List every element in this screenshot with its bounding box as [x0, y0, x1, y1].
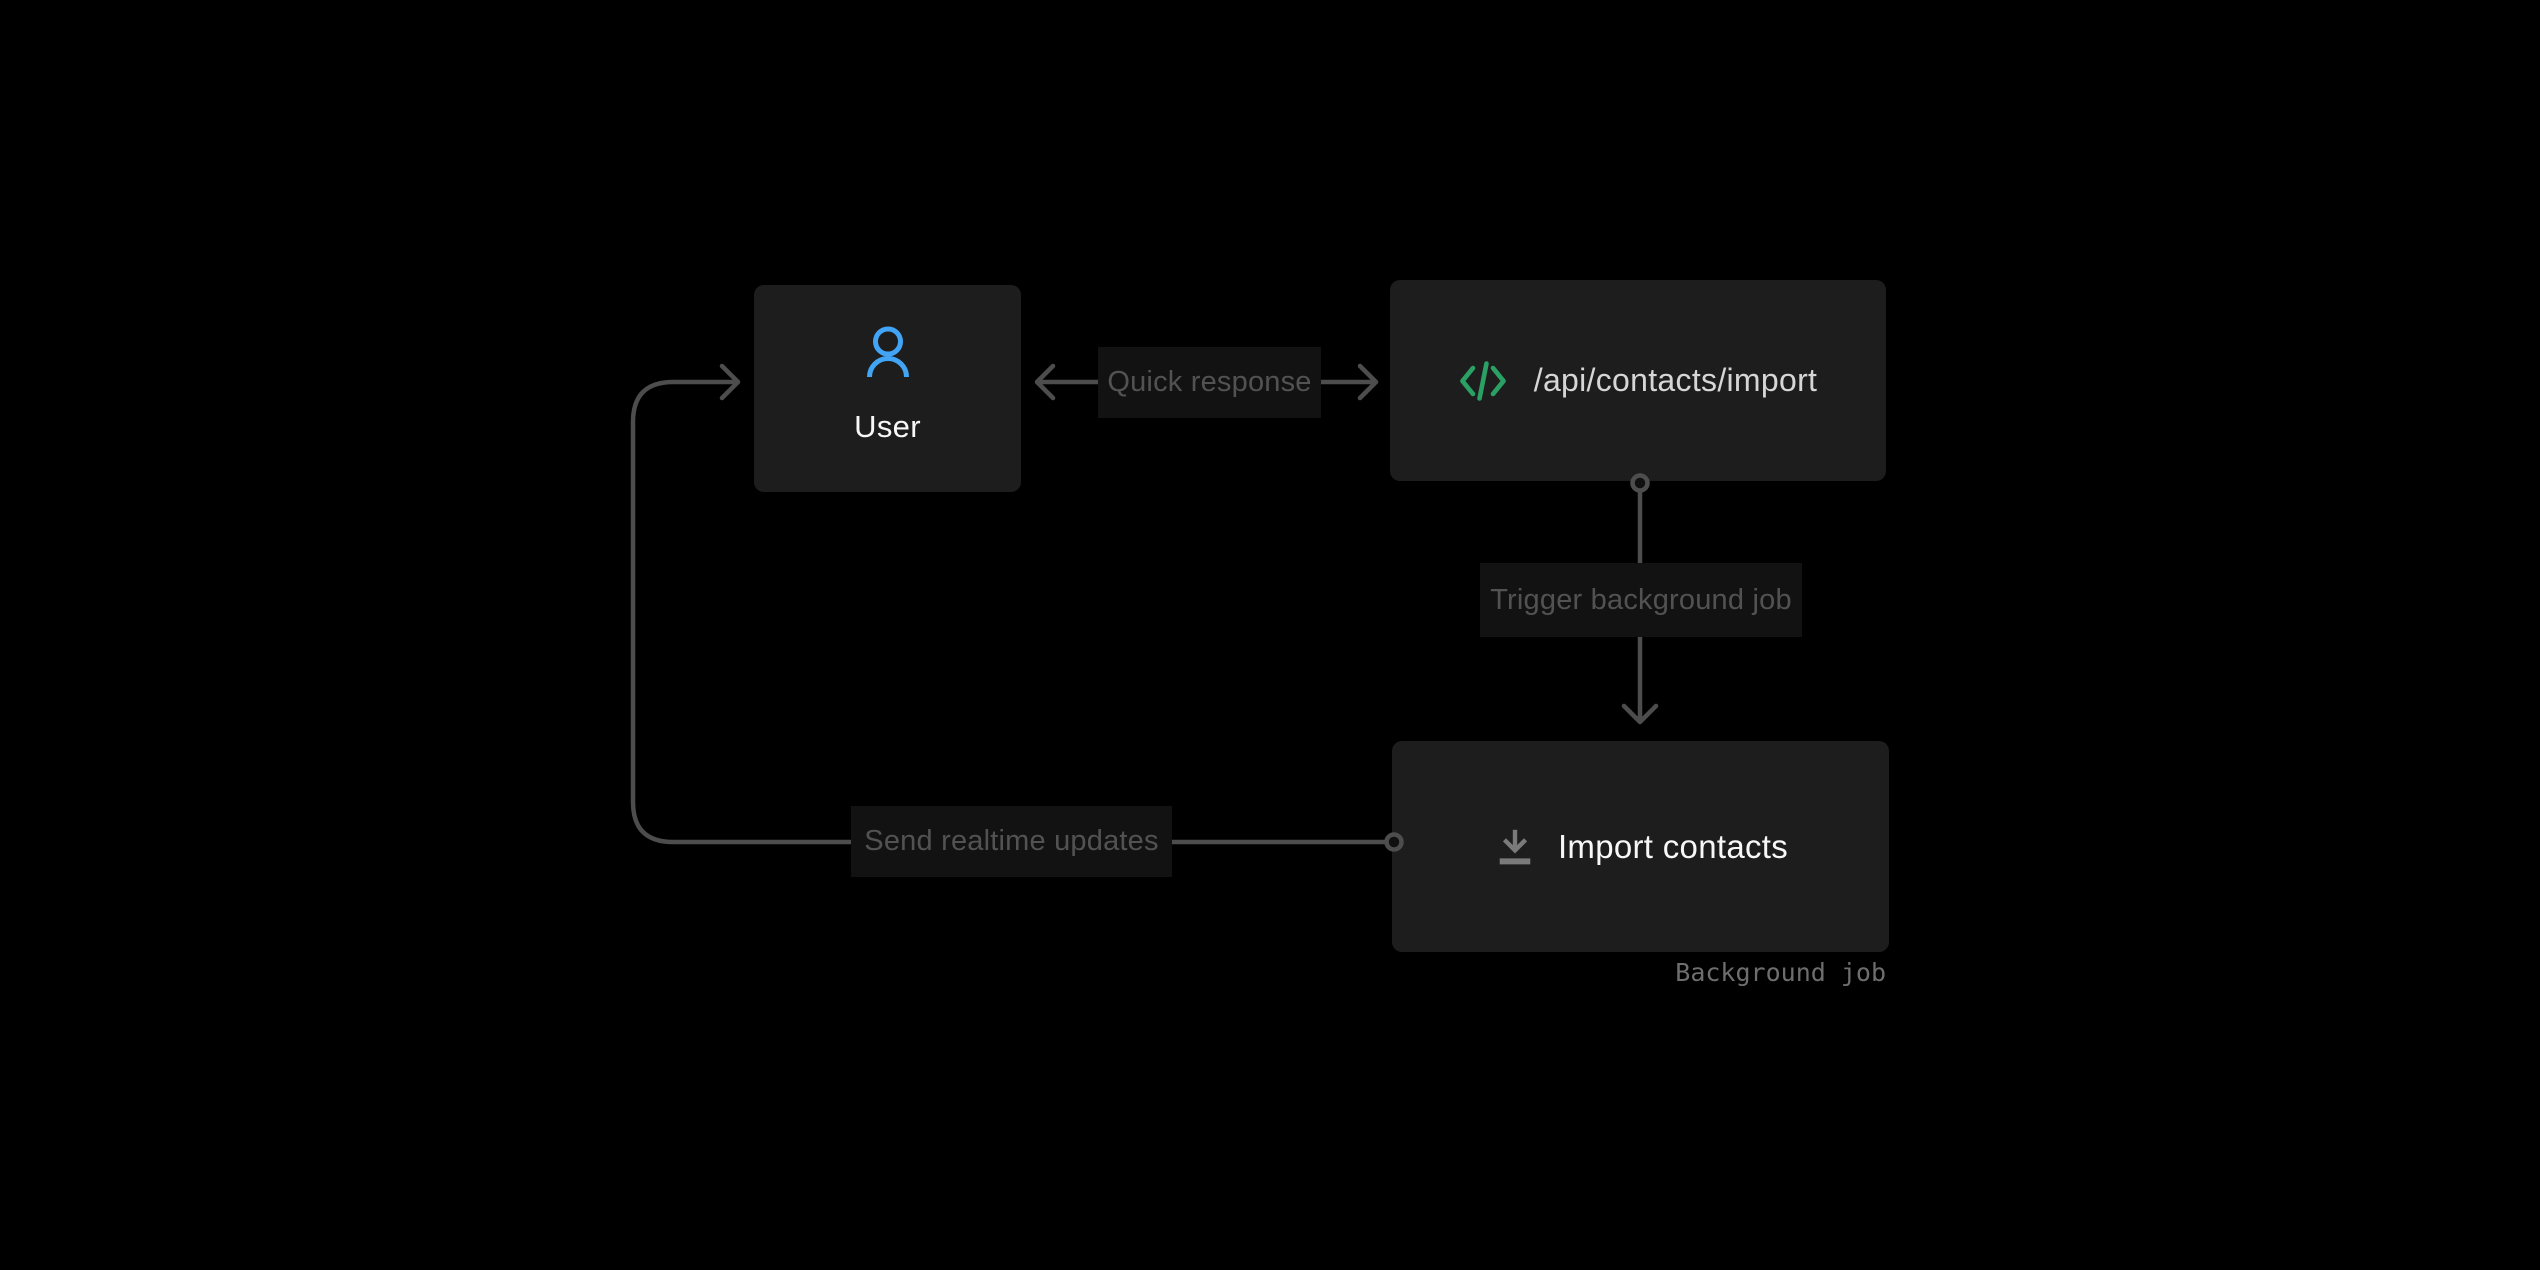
node-user-label: User	[854, 409, 921, 444]
edge-quick-response-left-arrow	[1034, 363, 1101, 401]
node-api-label: /api/contacts/import	[1533, 362, 1818, 398]
code-icon	[1459, 359, 1507, 403]
edge-quick-response-right-arrow	[1318, 363, 1379, 401]
edge-label-quick-response: Quick response	[1098, 347, 1321, 418]
node-import-label: Import contacts	[1557, 827, 1789, 865]
node-import-contacts[interactable]: Import contacts	[1392, 741, 1889, 952]
edge-label-realtime-updates: Send realtime updates	[851, 806, 1172, 877]
download-icon	[1493, 825, 1537, 869]
node-user[interactable]: User	[754, 285, 1021, 492]
node-api-endpoint[interactable]: /api/contacts/import	[1390, 280, 1886, 481]
edge-label-trigger-job: Trigger background job	[1480, 563, 1802, 637]
person-icon	[861, 326, 915, 385]
background-job-caption: Background job	[1675, 958, 1886, 987]
